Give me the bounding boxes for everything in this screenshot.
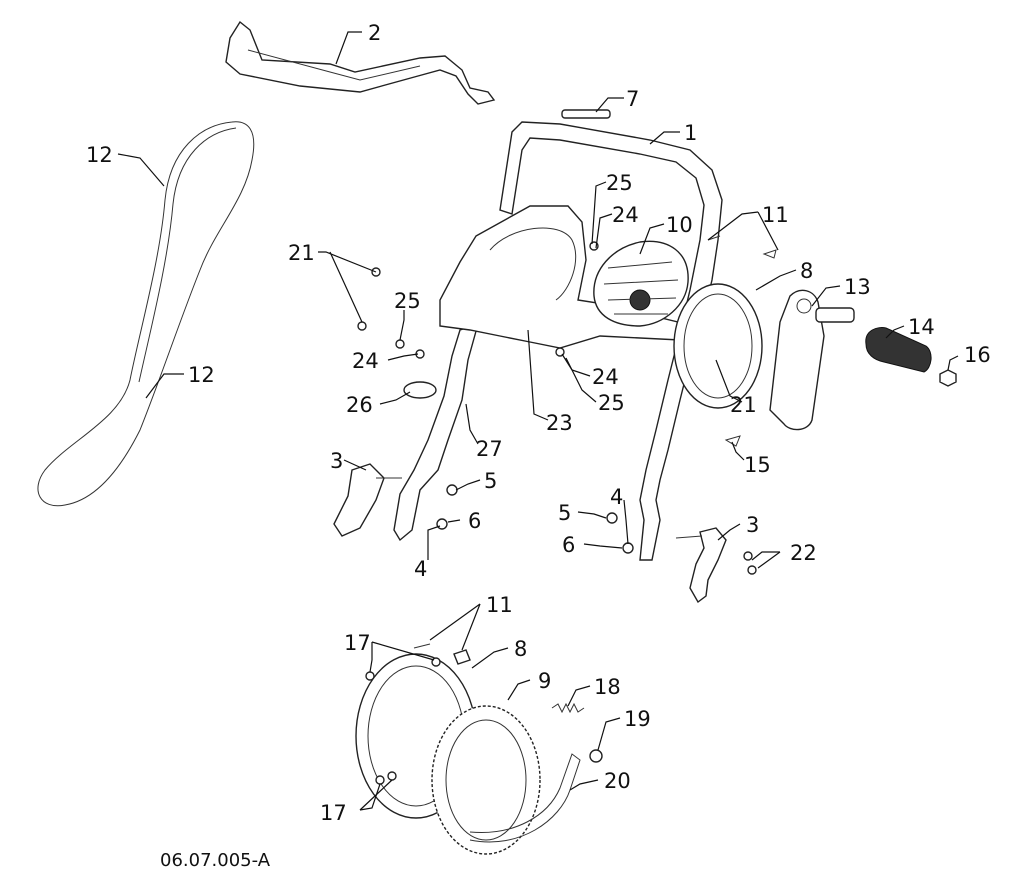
part-spring	[551, 702, 585, 714]
callout-24-center: 24	[592, 365, 619, 389]
callout-8-lower: 8	[514, 637, 527, 661]
part-ring-upper	[673, 283, 763, 409]
callout-23: 23	[546, 411, 573, 435]
callout-8-upper: 8	[800, 259, 813, 283]
callout-18: 18	[594, 675, 621, 699]
part-lever-left	[333, 463, 402, 537]
callout-6-right: 6	[562, 533, 575, 557]
part-lever-arm	[769, 289, 855, 431]
callout-21-right: 21	[730, 393, 757, 417]
part-dial	[593, 240, 689, 327]
part-clip	[589, 749, 603, 763]
part-nut	[939, 369, 957, 387]
part-grip-strip	[561, 109, 611, 119]
part-cable-loop	[37, 121, 255, 507]
callout-26: 26	[346, 393, 373, 417]
callout-2: 2	[368, 21, 381, 45]
callout-7: 7	[626, 87, 639, 111]
part-gear-ring	[431, 705, 541, 855]
callout-25-center: 25	[598, 391, 625, 415]
callout-24-left: 24	[352, 349, 379, 373]
callout-9: 9	[538, 669, 551, 693]
callout-22: 22	[790, 541, 817, 565]
callout-25-top: 25	[606, 171, 633, 195]
callout-5-right: 5	[558, 501, 571, 525]
callout-21-left: 21	[288, 241, 315, 265]
callout-20: 20	[604, 769, 631, 793]
callout-13: 13	[844, 275, 871, 299]
callout-12-lower: 12	[188, 363, 215, 387]
part-handle-frame	[393, 121, 723, 561]
callout-6-left: 6	[468, 509, 481, 533]
callout-4-left: 4	[414, 557, 427, 581]
figure-id: 06.07.005-A	[160, 850, 271, 871]
callout-3-right: 3	[746, 513, 759, 537]
part-upper-bar	[225, 20, 496, 105]
callout-labels: 2 7 1 12 12 25 24 10 11 8 13 14 16 21 25…	[86, 21, 991, 825]
callout-16: 16	[964, 343, 991, 367]
callout-15: 15	[744, 453, 771, 477]
callout-5-left: 5	[484, 469, 497, 493]
callout-1: 1	[684, 121, 697, 145]
callout-11-upper: 11	[762, 203, 789, 227]
callout-19: 19	[624, 707, 651, 731]
callout-27: 27	[476, 437, 503, 461]
callout-10: 10	[666, 213, 693, 237]
callout-25-left: 25	[394, 289, 421, 313]
callout-11-lower: 11	[486, 593, 513, 617]
callout-14: 14	[908, 315, 935, 339]
callout-24-top: 24	[612, 203, 639, 227]
callout-3-left: 3	[330, 449, 343, 473]
callout-17-lower: 17	[320, 801, 347, 825]
part-bracket-arm	[469, 753, 581, 843]
callout-12-upper: 12	[86, 143, 113, 167]
part-grip	[865, 327, 932, 373]
leader-lines	[117, 31, 959, 811]
callout-17-upper: 17	[344, 631, 371, 655]
callout-4-right: 4	[610, 485, 623, 509]
